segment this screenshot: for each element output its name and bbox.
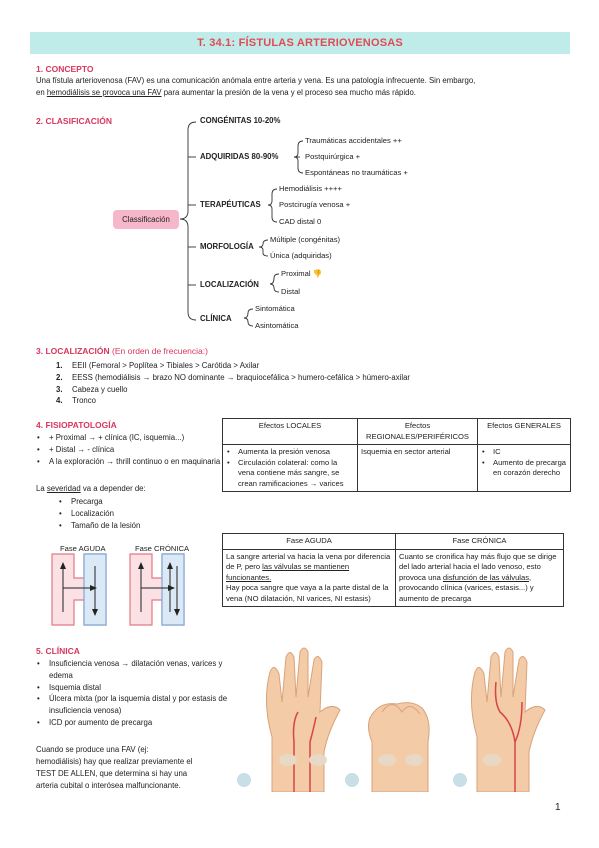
table-header: Fase AGUDA bbox=[222, 533, 396, 550]
allen-text: Cuando se produce una FAV (ej: hemodiáli… bbox=[36, 745, 193, 790]
adquiridas-item: Espontáneas no traumáticas + bbox=[305, 168, 408, 177]
list-item: Aumento de precarga en corazón derecho bbox=[481, 458, 567, 479]
concepto-heading: 1. CONCEPTO bbox=[36, 64, 94, 74]
list-item: Tamaño de la lesión bbox=[58, 520, 218, 532]
title-banner: T. 34.1: FÍSTULAS ARTERIOVENOSAS bbox=[30, 32, 570, 54]
fistula-flow-diagram bbox=[51, 553, 185, 626]
table-cell-aguda: La sangre arterial va hacia la vena por … bbox=[222, 548, 396, 607]
concepto-underlined: hemodiálisis se provoca una FAV bbox=[46, 87, 162, 97]
table-cell-regionales: Isquemia en sector arterial bbox=[357, 444, 478, 492]
hand-illustration-2 bbox=[368, 702, 430, 792]
list-item: Precarga bbox=[58, 496, 218, 508]
list-item: 4.Tronco bbox=[56, 396, 96, 406]
list-item: ICD por aumento de precarga bbox=[36, 717, 232, 729]
illustration-step-numbers bbox=[237, 773, 467, 787]
fisiopatologia-heading: 4. FISIOPATOLOGÍA bbox=[36, 420, 117, 430]
diagram-label-aguda: Fase AGUDA bbox=[60, 544, 106, 553]
localizacion-heading: 3. LOCALIZACIÓN (En orden de frecuencia:… bbox=[36, 346, 208, 356]
diagram-cronica bbox=[129, 553, 185, 626]
list-item: Insuficiencia venosa → dilatación venas,… bbox=[36, 658, 232, 682]
diagram-aguda bbox=[51, 553, 107, 626]
list-item: 2.EESS (hemodiálisis → brazo NO dominant… bbox=[56, 372, 411, 382]
allen-test-illustration bbox=[232, 642, 577, 792]
list-item: Localización bbox=[58, 508, 218, 520]
fases-table: Fase AGUDA Fase CRÓNICA La sangre arteri… bbox=[222, 533, 564, 607]
adquiridas-item: Postquirúrgica + bbox=[305, 152, 361, 161]
terapeuticas-item: CAD distal 0 bbox=[279, 217, 322, 226]
efectos-table: Efectos LOCALES Efectos REGIONALES/PERIF… bbox=[222, 418, 571, 492]
table-header: Efectos GENERALES bbox=[477, 418, 571, 445]
table-cell-generales: IC Aumento de precarga en corazón derech… bbox=[477, 444, 571, 492]
localizacion-item: Proximal 👎 bbox=[281, 269, 323, 278]
list-item: IC bbox=[481, 447, 567, 458]
diagram-label-cronica: Fase CRÓNICA bbox=[135, 544, 190, 553]
clasificacion-heading: 2. CLASIFICACIÓN bbox=[36, 116, 113, 126]
clinica-heading: 5. CLÍNICA bbox=[36, 646, 80, 656]
severidad-line: La severidad va a depender de: bbox=[36, 484, 146, 493]
severidad-list: Precarga Localización Tamaño de la lesió… bbox=[58, 496, 218, 531]
concepto-line2: en hemodiálisis se provoca una FAV para … bbox=[36, 87, 416, 97]
morfologia-item: Múltiple (congénitas) bbox=[270, 235, 341, 244]
hand-illustration-3 bbox=[470, 647, 546, 792]
branch-terapeuticas: TERAPÉUTICAS bbox=[200, 200, 261, 209]
list-item: Aumenta la presión venosa bbox=[226, 447, 354, 458]
clinica-list: Insuficiencia venosa → dilatación venas,… bbox=[36, 658, 232, 729]
localizacion-list: 1.EEII (Femoral > Poplítea > Tibiales > … bbox=[56, 360, 410, 407]
list-item: + Proximal → + clínica (IC, isquemia...) bbox=[36, 432, 226, 444]
list-item: Isquemia distal bbox=[36, 682, 232, 694]
adquiridas-item: Traumáticas accidentales ++ bbox=[305, 136, 402, 145]
localizacion-item: Distal bbox=[281, 287, 300, 296]
branch-morfologia: MORFOLOGÍA bbox=[200, 242, 254, 251]
list-item: + Distal → - clínica bbox=[36, 444, 226, 456]
table-header: Efectos LOCALES bbox=[222, 418, 358, 445]
terapeuticas-item: Postcirugía venosa + bbox=[279, 200, 351, 209]
clinica-item: Sintomática bbox=[255, 304, 295, 313]
table-header: Efectos REGIONALES/PERIFÉRICOS bbox=[357, 418, 478, 445]
branch-localizacion: LOCALIZACIÓN bbox=[200, 280, 259, 289]
morfologia-item: Única (adquiridas) bbox=[270, 251, 332, 260]
concepto-text: Una fístula arteriovenosa (FAV) es una c… bbox=[36, 75, 576, 98]
fisiopatologia-list: + Proximal → + clínica (IC, isquemia...)… bbox=[36, 432, 226, 467]
list-item: A la exploración → thrill continuo o en … bbox=[36, 456, 226, 468]
branch-adquiridas: ADQUIRIDAS 80-90% bbox=[200, 152, 279, 161]
branch-clinica: CLÍNICA bbox=[200, 314, 232, 323]
terapeuticas-item: Hemodiálisis ++++ bbox=[279, 184, 342, 193]
classification-root: Classificación bbox=[113, 210, 179, 229]
branch-congenitas: CONGÉNITAS 10-20% bbox=[200, 116, 281, 125]
list-item: Úlcera mixta (por la isquemia distal y p… bbox=[36, 693, 232, 717]
page-title: T. 34.1: FÍSTULAS ARTERIOVENOSAS bbox=[197, 37, 403, 49]
hand-illustration-1 bbox=[265, 647, 341, 792]
concepto-line1: Una fístula arteriovenosa (FAV) es una c… bbox=[36, 76, 476, 85]
clinica-item: Asintomática bbox=[255, 321, 299, 330]
table-header: Fase CRÓNICA bbox=[395, 533, 564, 550]
list-item: Circulación colateral: como la vena cont… bbox=[226, 458, 354, 490]
list-item: 3.Cabeza y cuello bbox=[56, 384, 128, 394]
table-cell-locales: Aumenta la presión venosa Circulación co… bbox=[222, 444, 358, 492]
table-cell-cronica: Cuanto se cronifica hay más flujo que se… bbox=[395, 548, 564, 607]
page-number: 1 bbox=[555, 802, 561, 813]
list-item: 1.EEII (Femoral > Poplítea > Tibiales > … bbox=[56, 361, 260, 370]
